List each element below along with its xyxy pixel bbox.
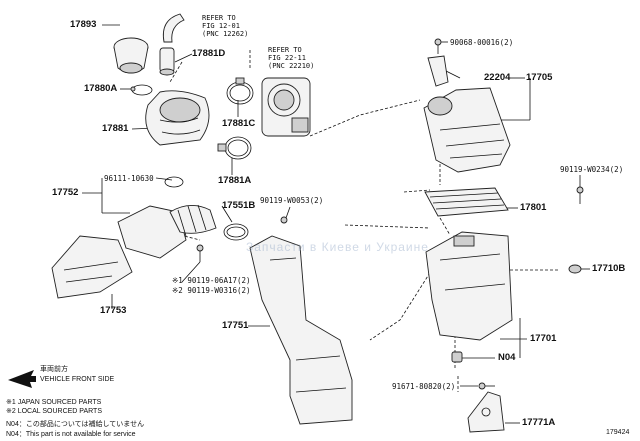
diagram-number: 179424 [606, 429, 630, 436]
label-22204[interactable]: 22204 [484, 72, 511, 83]
label-17710b[interactable]: 17710B [592, 263, 626, 274]
bolt-91671 [478, 382, 495, 390]
label-91671[interactable]: 91671-80820(2) [392, 382, 456, 391]
refer-line-3: (PNC 22210) [268, 62, 315, 70]
front-label-en: VEHICLE FRONT SIDE [40, 376, 115, 383]
insulator-17753 [51, 235, 133, 299]
hose-17881 [145, 90, 210, 146]
clamp-17881c [226, 77, 254, 105]
label-90119-06a17[interactable]: ※1 90119-06A17(2) [172, 276, 251, 285]
clamp-17881a [217, 136, 252, 160]
label-17751[interactable]: 17751 [222, 320, 249, 331]
watermark: Запчасти в Киеве и Украине [246, 240, 429, 254]
part-n04 [451, 351, 463, 363]
label-17880a[interactable]: 17880A [84, 83, 118, 94]
label-17701[interactable]: 17701 [530, 333, 557, 344]
label-17881d[interactable]: 17881D [192, 48, 226, 59]
throttle-body [261, 77, 311, 137]
intake-hose-17893 [113, 37, 149, 74]
label-17551b[interactable]: 17551B [222, 200, 256, 211]
refer-line-2: FIG 22-11 [268, 54, 306, 62]
sensor-22204 [427, 55, 449, 87]
label-n04[interactable]: N04 [498, 352, 516, 363]
clamp-17551b [223, 223, 249, 241]
label-90068[interactable]: 90068-00016(2) [450, 38, 514, 47]
clamp-17880a [130, 84, 153, 96]
label-17881a[interactable]: 17881A [218, 175, 252, 186]
label-17893[interactable]: 17893 [70, 19, 97, 30]
intake-duct-17752 [117, 204, 217, 259]
label-90119-0053[interactable]: 90119-W0053(2) [260, 196, 324, 205]
front-arrow-icon [8, 370, 36, 388]
label-96111[interactable]: 96111-10630 [104, 174, 154, 183]
hose-17881d [159, 47, 175, 76]
label-17753[interactable]: 17753 [100, 305, 127, 316]
note-n04-jp: N04：この部品については補給していません [6, 421, 145, 428]
refer-pipe [162, 13, 185, 43]
air-cleaner-case-17701 [425, 231, 513, 341]
note-japan-sourced: ※1 JAPAN SOURCED PARTS [6, 399, 102, 406]
bolt-90119-0234 [576, 186, 584, 204]
note-n04-en: N04：This part is not available for servi… [6, 431, 136, 438]
refer-line-1: REFER TO [202, 14, 236, 22]
label-17881c[interactable]: 17881C [222, 118, 256, 129]
note-local-sourced: ※2 LOCAL SOURCED PARTS [6, 408, 102, 415]
refer-note-22-11: REFER TO FIG 22-11 (PNC 22210) [268, 46, 314, 70]
inlet-duct-17751 [249, 235, 353, 425]
front-label-jp: 車両前方 [40, 366, 68, 373]
bolt-90068 [434, 38, 442, 54]
refer-line-1: REFER TO [268, 46, 302, 54]
label-17705[interactable]: 17705 [526, 72, 553, 83]
filter-element-17801 [424, 187, 509, 217]
bolt-90119-0053 [280, 216, 288, 224]
label-17771a[interactable]: 17771A [522, 417, 556, 428]
label-90119-0316[interactable]: ※2 90119-W0316(2) [172, 286, 251, 295]
bracket-17771a [467, 391, 505, 433]
label-17881[interactable]: 17881 [102, 123, 129, 134]
refer-line-3: (PNC 12262) [202, 30, 249, 38]
label-90119-0234[interactable]: 90119-W0234(2) [560, 165, 624, 174]
label-17752[interactable]: 17752 [52, 187, 79, 198]
air-cleaner-cover-17705 [423, 87, 511, 173]
clamp-96111 [164, 176, 184, 188]
refer-line-2: FIG 12-01 [202, 22, 240, 30]
label-17801[interactable]: 17801 [520, 202, 547, 213]
grommet-17710b [568, 264, 582, 274]
leader-lines [82, 24, 590, 424]
dashed-lines [167, 50, 560, 392]
refer-note-12-01: REFER TO FIG 12-01 (PNC 12262) [202, 14, 248, 38]
bolt-90119-06a17 [196, 244, 204, 262]
